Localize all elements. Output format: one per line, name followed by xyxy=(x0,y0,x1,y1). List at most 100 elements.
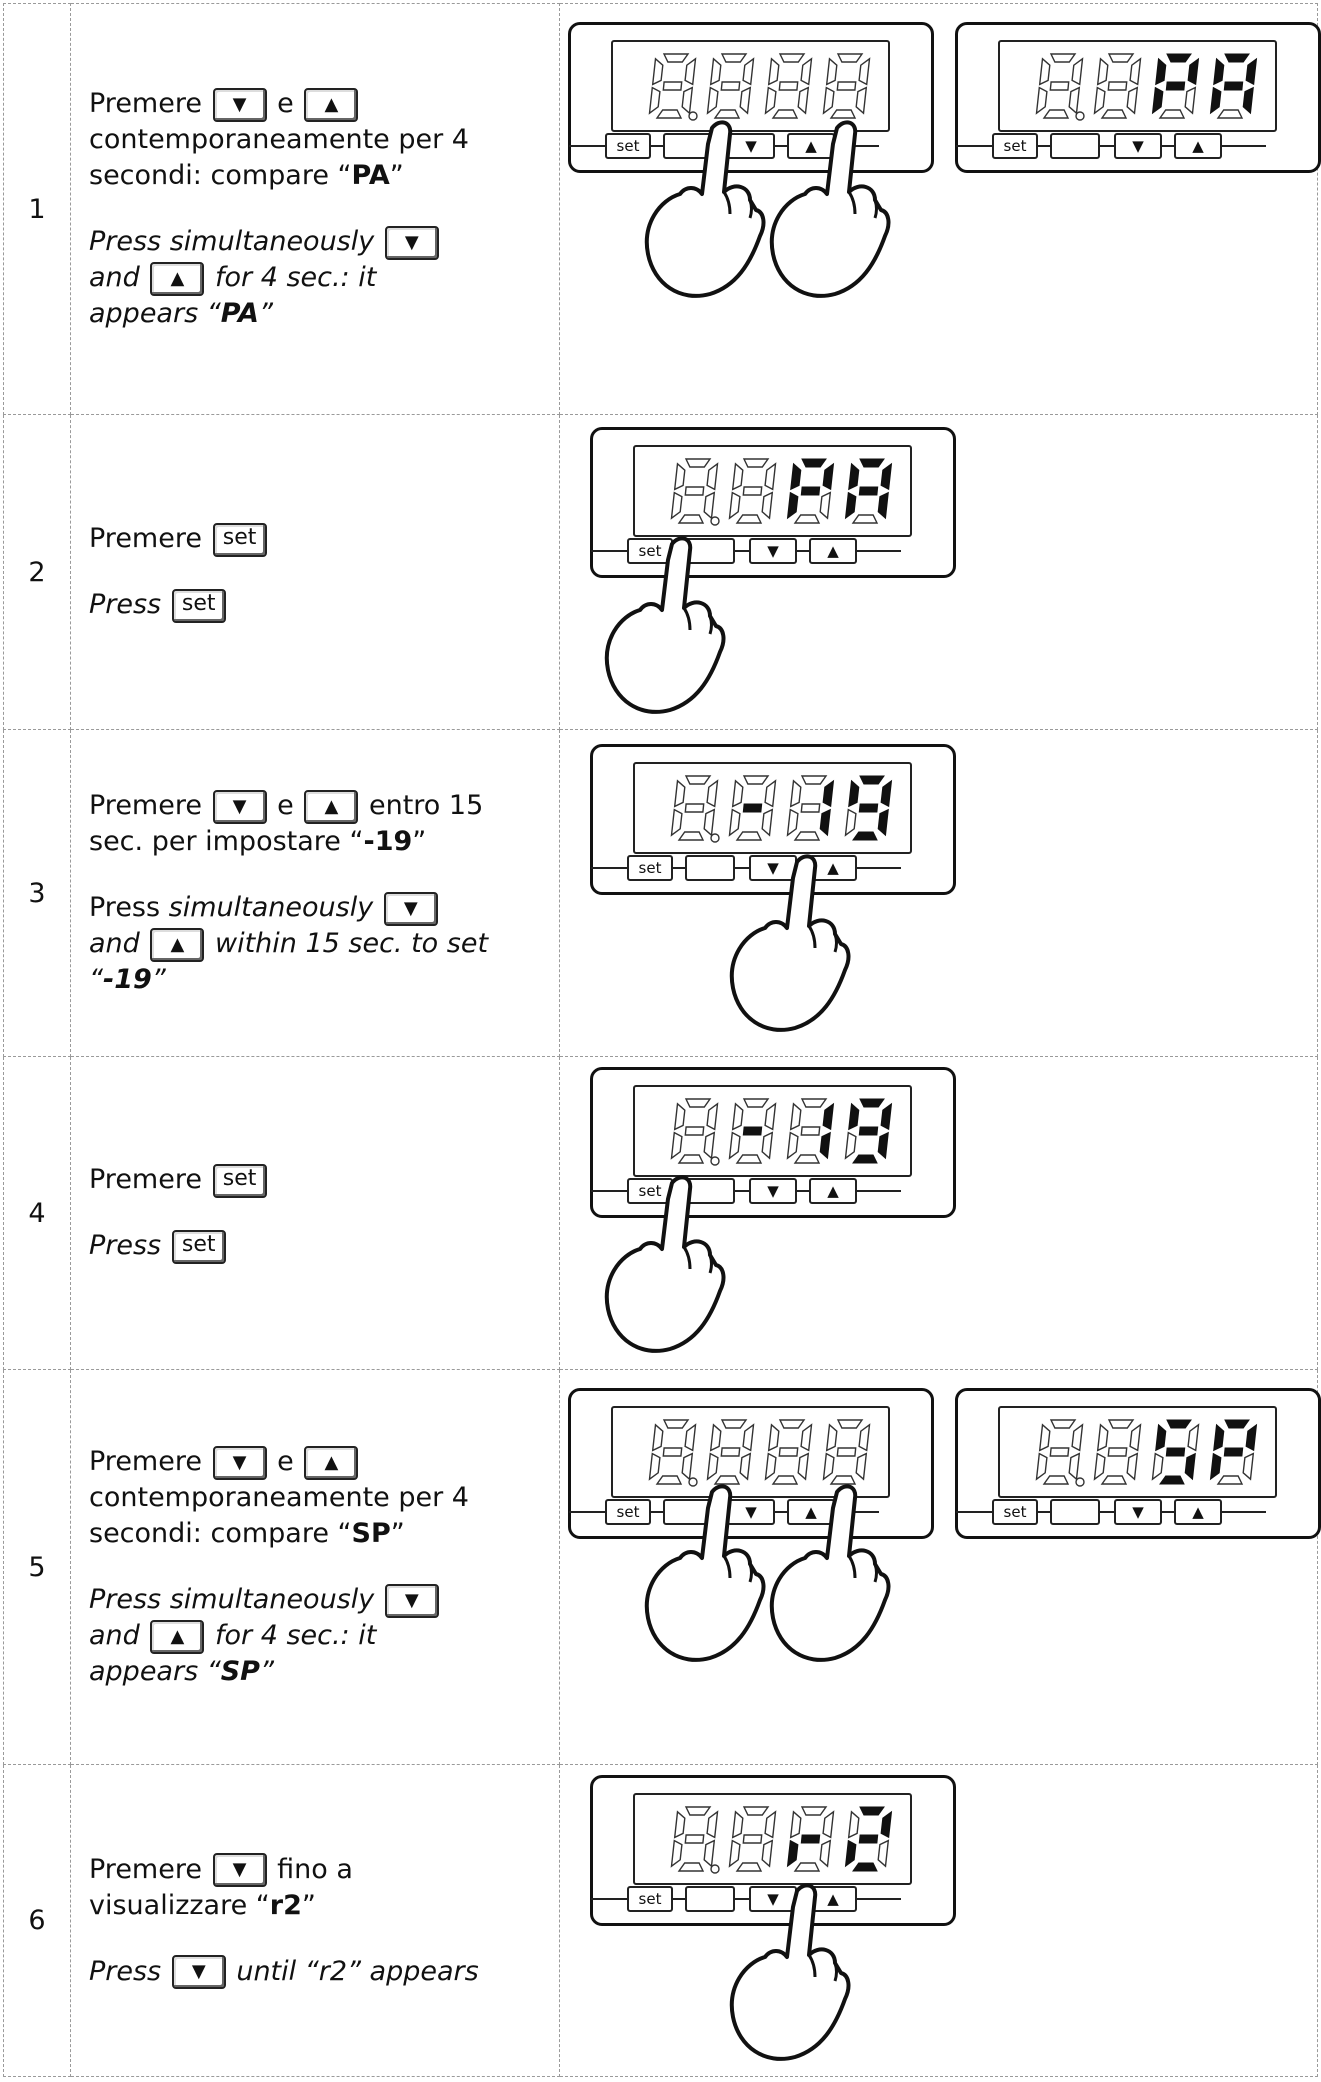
segment xyxy=(1109,54,1133,62)
segment xyxy=(827,1425,837,1451)
display xyxy=(633,1085,912,1177)
step-number: 6 xyxy=(4,1765,71,2077)
step-illustration: set ▼ ▲ xyxy=(560,730,1318,1057)
segment xyxy=(685,1127,703,1135)
text: until “r2” appears xyxy=(236,1956,478,1987)
set-key-icon: set xyxy=(172,1230,226,1264)
segment xyxy=(711,59,721,85)
segment xyxy=(1214,59,1224,85)
segment xyxy=(1102,1476,1126,1484)
steps-table: 1 Premere ▼ e ▲ contemporaneamente per 4… xyxy=(3,3,1318,2077)
controller-device: set ▼ ▲ xyxy=(955,1388,1321,1539)
segment xyxy=(788,1841,798,1867)
segment xyxy=(780,54,804,62)
segment xyxy=(1218,1476,1242,1484)
segment xyxy=(1072,1425,1082,1451)
segment xyxy=(849,1812,859,1838)
segment xyxy=(1040,59,1050,85)
text: secondi: compare “ xyxy=(89,1518,352,1549)
blank-button xyxy=(1050,133,1100,159)
segment xyxy=(743,804,761,812)
text: and xyxy=(89,262,140,293)
step-illustration: set ▼ ▲ xyxy=(560,1057,1318,1370)
step-number: 2 xyxy=(4,415,71,730)
step-text: Premere set Press set xyxy=(71,415,560,730)
segment xyxy=(1130,59,1140,85)
segment xyxy=(846,1133,856,1159)
down-key-icon: ▼ xyxy=(384,892,438,926)
text: Press xyxy=(89,1956,161,1987)
segment xyxy=(733,1104,743,1130)
segment xyxy=(685,487,703,495)
segment xyxy=(788,810,798,836)
segment xyxy=(823,1104,833,1130)
segment xyxy=(849,781,859,807)
segment xyxy=(762,493,772,519)
text: appears “ xyxy=(89,298,221,329)
segment xyxy=(730,810,740,836)
segment xyxy=(1211,88,1221,114)
segment xyxy=(838,54,862,62)
segment xyxy=(672,493,682,519)
segment xyxy=(1050,1448,1068,1456)
blank-button xyxy=(1050,1499,1100,1525)
step-text: Premere ▼ fino a visualizzare “r2” Press… xyxy=(71,1765,560,2077)
segment xyxy=(766,88,776,114)
segment xyxy=(1188,59,1198,85)
segment xyxy=(762,1841,772,1867)
segment xyxy=(1040,1425,1050,1451)
down-button: ▼ xyxy=(749,1178,797,1204)
segment xyxy=(650,1454,660,1480)
segment xyxy=(801,1425,811,1451)
step-row-6: 6 Premere ▼ fino a visualizzare “r2” Pre… xyxy=(4,1765,1318,2077)
segment xyxy=(1069,88,1079,114)
set-button: set xyxy=(992,1499,1038,1525)
segment xyxy=(1044,110,1068,118)
segment xyxy=(1044,1476,1068,1484)
segment xyxy=(1166,1448,1184,1456)
segment xyxy=(1185,88,1195,114)
segment xyxy=(795,1863,819,1871)
up-button: ▲ xyxy=(809,1178,857,1204)
segment xyxy=(801,1127,819,1135)
decimal-point xyxy=(711,834,719,842)
segment xyxy=(1109,1420,1133,1428)
segment xyxy=(679,1155,703,1163)
segment xyxy=(846,493,856,519)
segment xyxy=(1160,1476,1184,1484)
segment xyxy=(788,493,798,519)
button-row: set ▼ ▲ xyxy=(956,1499,1320,1529)
text: for 4 sec.: it xyxy=(215,262,376,293)
button-row: set ▼ ▲ xyxy=(956,133,1320,163)
hand-pointer-icon xyxy=(600,530,730,720)
segment xyxy=(1166,82,1184,90)
text: e xyxy=(277,790,294,821)
hand-pointer-icon xyxy=(765,114,895,304)
segment xyxy=(1127,1454,1137,1480)
text: contemporaneamente per 4 xyxy=(89,1480,559,1516)
segment xyxy=(663,1448,681,1456)
segment xyxy=(820,810,830,836)
text: visualizzare “ xyxy=(89,1890,270,1921)
segment xyxy=(1051,1420,1075,1428)
segment xyxy=(664,1420,688,1428)
text: Press xyxy=(89,589,161,620)
decimal-point xyxy=(711,517,719,525)
segment xyxy=(878,1133,888,1159)
segment xyxy=(801,804,819,812)
segment xyxy=(853,832,877,840)
segment xyxy=(1214,1425,1224,1451)
text: contemporaneamente per 4 xyxy=(89,122,559,158)
up-key-icon: ▲ xyxy=(150,1620,204,1654)
text: simultaneously xyxy=(169,892,374,923)
segment xyxy=(801,1835,819,1843)
segment xyxy=(791,464,801,490)
code: r2 xyxy=(270,1890,302,1921)
step-number: 1 xyxy=(4,4,71,415)
segment xyxy=(1188,1425,1198,1451)
decimal-point xyxy=(1076,112,1084,120)
segment xyxy=(1069,1454,1079,1480)
text: Premere xyxy=(89,523,202,554)
display xyxy=(998,1406,1277,1498)
segment xyxy=(1243,1454,1253,1480)
